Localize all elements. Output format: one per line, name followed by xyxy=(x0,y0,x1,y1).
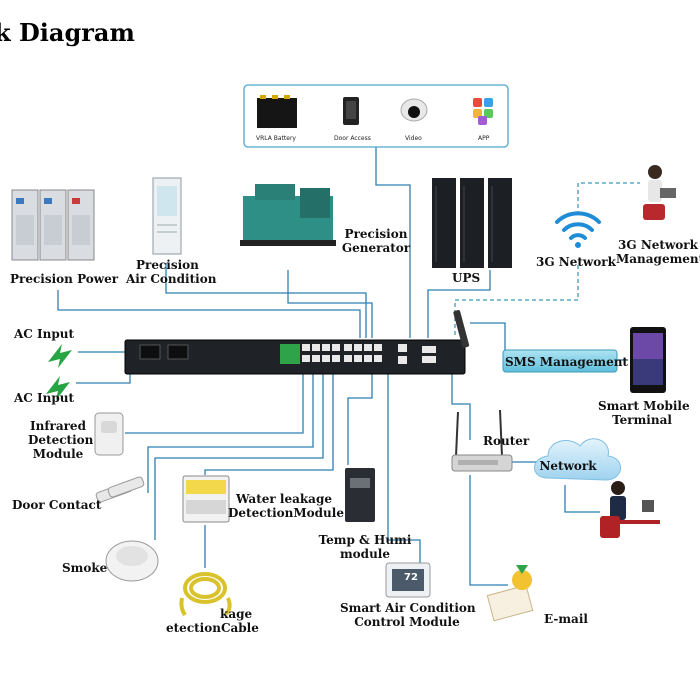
network-mgmt-label-2: Management xyxy=(616,252,700,266)
email-label: E-mail xyxy=(544,612,588,626)
email-icon xyxy=(486,565,534,622)
infrared-label-3: Module xyxy=(32,447,84,461)
line-infrared xyxy=(125,372,304,434)
lightning-icon-2 xyxy=(46,376,70,400)
top-panel xyxy=(243,84,509,148)
battery-icon xyxy=(257,95,297,128)
leak-cable-label-1: kage xyxy=(220,607,253,621)
smart-ac-label-2: Control Module xyxy=(354,615,460,629)
door-contact-icon xyxy=(95,476,145,503)
water-leak-label-2: DetectionModule xyxy=(228,506,344,520)
precision-air-label-1: Precision xyxy=(136,258,199,272)
lightning-icon-1 xyxy=(48,344,72,368)
router-icon xyxy=(451,409,513,472)
office-user-icon xyxy=(600,481,660,538)
thermostat-icon xyxy=(385,562,431,598)
line-network-user xyxy=(564,485,600,513)
router-label: Router xyxy=(483,434,530,448)
sms-management-label: SMS Management xyxy=(505,355,628,369)
antenna-icon xyxy=(453,310,470,348)
precision-air-label-2: Air Condition xyxy=(126,272,217,286)
infrared-detector-icon xyxy=(94,412,124,456)
smart-ac-label-1: Smart Air Condition xyxy=(340,601,476,615)
battery-label: VRLA Battery xyxy=(256,135,296,142)
network-mgmt-label-1: 3G Network xyxy=(618,238,698,252)
line-top-panel xyxy=(375,147,411,338)
port-block xyxy=(302,344,436,364)
line-precision-power xyxy=(57,290,361,338)
line-door-contact xyxy=(147,372,314,493)
line-temp xyxy=(347,372,373,465)
temp-humi-label-1: Temp & Humi xyxy=(318,533,412,547)
sms-management-box xyxy=(502,349,618,373)
line-sms xyxy=(470,322,506,360)
generator-icon xyxy=(240,184,336,246)
ac-input-label-1: AC Input xyxy=(14,327,75,341)
ac-input-label-2: AC Input xyxy=(14,391,75,405)
line-precision-air xyxy=(165,263,367,338)
ups-rack-icon xyxy=(432,178,512,268)
app-label: APP xyxy=(478,135,490,142)
line-smart-ac xyxy=(387,372,421,570)
connection-lines xyxy=(57,147,628,586)
wifi-icon xyxy=(555,211,601,248)
precision-gen-label-1: Precision xyxy=(344,227,408,241)
dashed-3g-mgmt xyxy=(577,182,640,215)
door-contact-label: Door Contact xyxy=(12,498,102,512)
ups-label: UPS xyxy=(452,271,481,285)
precision-gen-label-2: Generator xyxy=(341,241,411,255)
keypad-icon xyxy=(343,97,359,125)
line-generator xyxy=(287,270,373,338)
thermostat-reading: 72 xyxy=(404,572,418,583)
manager-person-icon xyxy=(643,165,676,220)
leak-cable-label-2: etectionCable xyxy=(166,621,259,635)
network-3g-label: 3G Network xyxy=(536,255,616,269)
page-title: k Diagram xyxy=(0,18,135,47)
smart-mobile-label-1: Smart Mobile xyxy=(598,399,690,413)
line-ups xyxy=(427,270,491,338)
smoke-detector-icon xyxy=(105,540,159,582)
app-icon xyxy=(473,98,493,125)
power-cabinet-icon xyxy=(11,189,95,261)
line-water xyxy=(204,372,334,475)
cloud-icon xyxy=(534,438,621,481)
camera-icon xyxy=(400,98,428,122)
smoke-label: Smoke xyxy=(62,561,108,575)
line-router-email xyxy=(469,475,508,586)
water-leak-label-1: Water leakage xyxy=(236,492,332,506)
video-label: Video xyxy=(405,135,422,142)
precision-power-label: Precision Power xyxy=(10,272,119,286)
line-router xyxy=(451,372,471,440)
infrared-label-2: Detection xyxy=(28,433,94,447)
mobile-phone-icon xyxy=(630,327,666,393)
network-cloud-label: Network xyxy=(539,459,597,473)
leak-cable-icon xyxy=(179,572,232,617)
temp-humi-module-icon xyxy=(345,468,375,522)
water-leak-module-icon xyxy=(182,475,230,523)
door-access-label: Door Access xyxy=(334,135,371,142)
infrared-label-1: Infrared xyxy=(30,419,86,433)
smart-mobile-label-2: Terminal xyxy=(612,413,672,427)
line-smoke xyxy=(154,372,324,540)
main-controller xyxy=(124,339,466,375)
air-condition-icon xyxy=(152,177,182,255)
temp-humi-label-2: module xyxy=(339,547,390,561)
